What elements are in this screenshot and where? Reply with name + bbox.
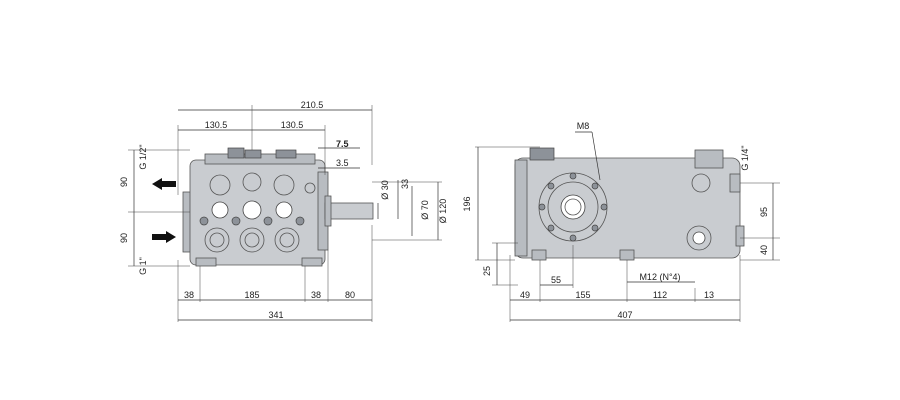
dim-front-total: 341 [268,310,283,320]
dim-shaft-dia: Ø 30 [380,180,390,200]
dim-seg-112: 112 [653,290,667,300]
dim-seg-49: 49 [520,290,530,300]
port-outlet-label: G 1/2" [138,144,148,169]
dim-foot-first: 55 [551,275,561,285]
dim-shaft-len: 80 [345,290,355,300]
front-shaft [324,195,374,227]
dim-base-offset: 25 [482,266,492,276]
dim-key-offset: 3.5 [336,158,349,168]
dim-height-upper: 90 [119,177,129,187]
dim-foot-left: 38 [184,290,194,300]
dim-seg-13: 13 [704,290,714,300]
port-top-label: G 1/4" [740,145,750,170]
dim-overall-width: 210.5 [301,100,324,110]
dim-height-lower: 90 [119,233,129,243]
dim-bolt-m8: M8 [577,121,590,131]
dim-side-total: 407 [617,310,632,320]
outlet-arrow-icon [152,178,176,190]
dim-half-left: 130.5 [205,120,228,130]
dim-mount-holes: M12 (N°4) [639,272,680,282]
dim-foot-right: 38 [311,290,321,300]
dim-seg-155: 155 [575,290,590,300]
dim-side-height: 196 [462,196,472,211]
port-inlet-label: G 1" [138,257,148,275]
dim-shaft-key: 7.5 [336,139,349,149]
dim-port-low: 40 [759,245,769,255]
dim-foot-span: 185 [244,290,259,300]
side-pump-body [514,147,745,261]
dim-half-right: 130.5 [281,120,304,130]
dim-port-height: 95 [759,207,769,217]
dim-keyway: 33 [400,179,410,189]
front-view: 210.5 130.5 130.5 7.5 3.5 Ø 30 33 Ø 70 Ø… [119,100,448,322]
front-pump-body [182,147,329,267]
inlet-arrow-icon [152,231,176,243]
side-view: M8 196 25 55 M12 (N°4) G 1/4" 95 40 [462,121,780,322]
dim-hub-dia: Ø 70 [420,200,430,220]
dim-flange-dia: Ø 120 [438,199,448,224]
